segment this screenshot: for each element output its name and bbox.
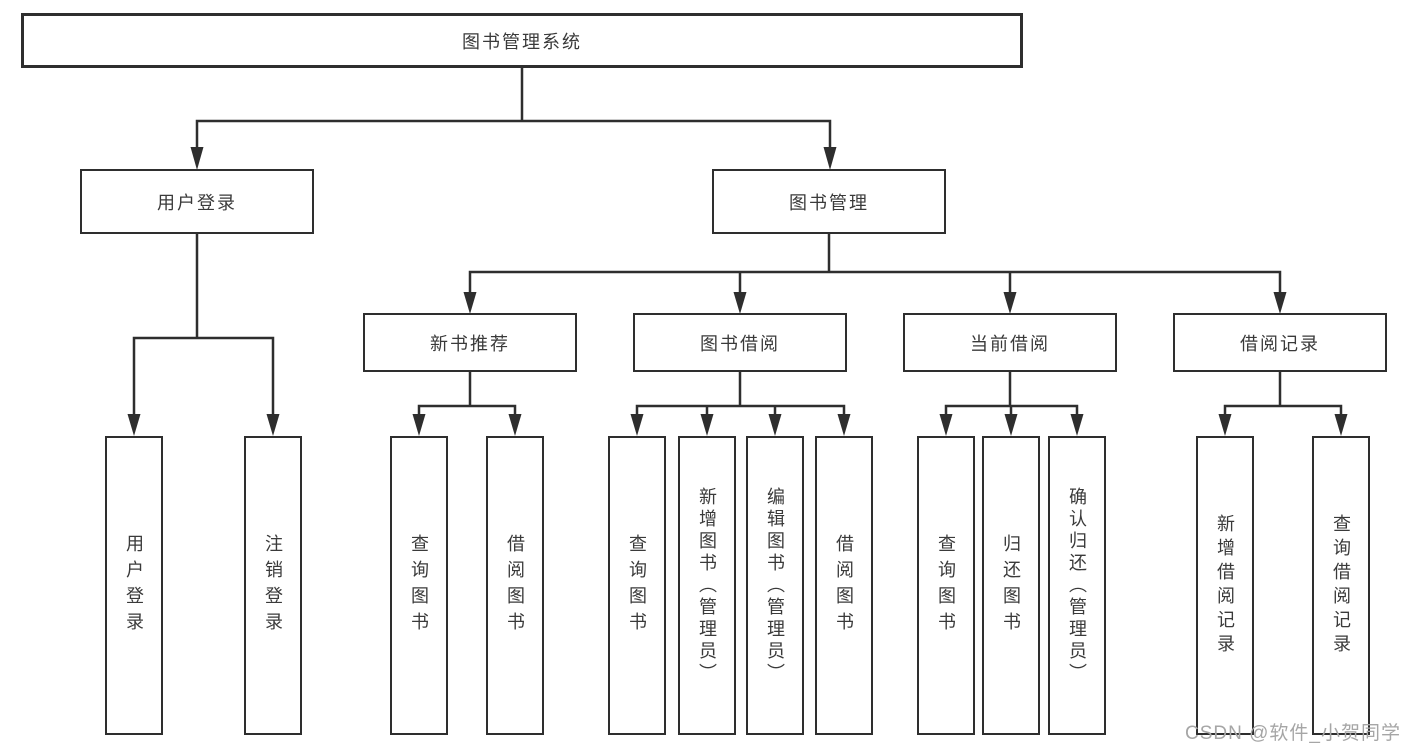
connector-book-borrow-to-leaves <box>635 371 846 424</box>
arrowhead <box>837 414 851 436</box>
node-user-login: 用户登录 <box>80 169 314 234</box>
node-root-label: 图书管理系统 <box>462 31 582 52</box>
arrowhead <box>939 414 953 436</box>
arrowhead <box>266 414 280 436</box>
node-new-book-recommend: 新书推荐 <box>363 313 577 372</box>
leaf-borrow-books-recommend-label: 借阅图书 <box>505 533 525 638</box>
connector-borrow-records-to-leaves <box>1223 371 1343 424</box>
connector-root-to-level2 <box>195 68 832 155</box>
leaf-query-books-borrow-label: 查询图书 <box>627 533 647 638</box>
leaf-query-borrow-record: 查询借阅记录 <box>1312 436 1370 735</box>
leaf-borrow-books: 借阅图书 <box>815 436 873 735</box>
leaf-add-borrow-record: 新增借阅记录 <box>1196 436 1254 735</box>
arrowhead <box>733 292 747 314</box>
node-current-borrow: 当前借阅 <box>903 313 1117 372</box>
leaf-user-login-label: 用户登录 <box>124 533 144 638</box>
arrowhead <box>1004 414 1018 436</box>
leaf-user-login: 用户登录 <box>105 436 163 735</box>
connector-new-book-recommend-to-leaves <box>417 371 517 424</box>
arrowhead <box>768 414 782 436</box>
leaf-edit-books-admin-label: 编辑图书（管理员） <box>765 486 785 685</box>
leaf-confirm-return-admin-label: 确认归还（管理员） <box>1067 486 1087 685</box>
arrowhead <box>463 292 477 314</box>
node-new-book-recommend-label: 新书推荐 <box>430 333 510 354</box>
leaf-return-books-label: 归还图书 <box>1001 533 1021 638</box>
leaf-return-books: 归还图书 <box>982 436 1040 735</box>
arrowhead <box>508 414 522 436</box>
leaf-query-books-borrow: 查询图书 <box>608 436 666 735</box>
arrowhead <box>412 414 426 436</box>
leaf-borrow-books-label: 借阅图书 <box>834 533 854 638</box>
arrowhead <box>630 414 644 436</box>
arrowhead <box>823 147 837 170</box>
arrowhead <box>190 147 204 170</box>
arrowhead <box>700 414 714 436</box>
leaf-add-books-admin: 新增图书（管理员） <box>678 436 736 735</box>
leaf-query-borrow-record-label: 查询借阅记录 <box>1331 513 1351 658</box>
leaf-edit-books-admin: 编辑图书（管理员） <box>746 436 804 735</box>
node-borrow-records-label: 借阅记录 <box>1240 333 1320 354</box>
leaf-confirm-return-admin: 确认归还（管理员） <box>1048 436 1106 735</box>
node-book-management: 图书管理 <box>712 169 946 234</box>
arrowhead <box>1218 414 1232 436</box>
arrowhead <box>1273 292 1287 314</box>
connector-user-login-to-leaves <box>132 234 275 424</box>
arrowhead <box>1003 292 1017 314</box>
csdn-watermark: CSDN @软件_小贺同学 <box>1185 723 1401 744</box>
node-borrow-records: 借阅记录 <box>1173 313 1387 372</box>
arrowhead <box>127 414 141 436</box>
node-user-login-label: 用户登录 <box>157 192 237 213</box>
leaf-logout-label: 注销登录 <box>263 533 283 638</box>
node-book-management-label: 图书管理 <box>789 192 869 213</box>
leaf-query-books-current-label: 查询图书 <box>936 533 956 638</box>
leaf-add-borrow-record-label: 新增借阅记录 <box>1215 513 1235 658</box>
leaf-query-books-current: 查询图书 <box>917 436 975 735</box>
node-current-borrow-label: 当前借阅 <box>970 333 1050 354</box>
arrowhead <box>1334 414 1348 436</box>
leaf-logout: 注销登录 <box>244 436 302 735</box>
arrowhead <box>1070 414 1084 436</box>
node-book-borrow: 图书借阅 <box>633 313 847 372</box>
leaf-query-books-recommend-label: 查询图书 <box>409 533 429 638</box>
leaf-borrow-books-recommend: 借阅图书 <box>486 436 544 735</box>
node-book-borrow-label: 图书借阅 <box>700 333 780 354</box>
connector-book-management-to-level3 <box>468 234 1282 300</box>
leaf-add-books-admin-label: 新增图书（管理员） <box>697 486 717 685</box>
node-root: 图书管理系统 <box>21 13 1023 68</box>
leaf-query-books-recommend: 查询图书 <box>390 436 448 735</box>
